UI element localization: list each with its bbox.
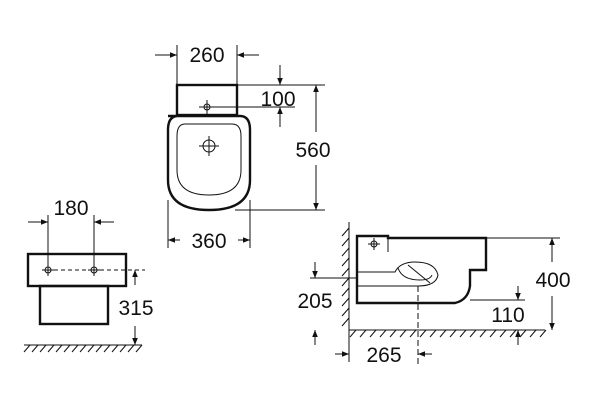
dim-100: 100 — [260, 88, 295, 111]
wall-hatching — [341, 227, 350, 327]
dim-315: 315 — [118, 297, 153, 320]
dim-360: 360 — [191, 230, 226, 253]
dim-400: 400 — [535, 269, 570, 292]
bowl-outer-outline — [166, 114, 252, 212]
floor-hatching — [23, 344, 143, 353]
side-floor-hatching — [349, 329, 547, 338]
front-body — [38, 284, 110, 326]
fixing-hole-right — [88, 264, 100, 276]
dim-205: 205 — [297, 290, 332, 313]
side-view: 400 205 110 265 — [297, 222, 571, 367]
front-view: 180 315 — [23, 197, 154, 353]
dim-265: 265 — [366, 344, 401, 367]
tap-hole-symbol — [199, 100, 215, 114]
bowl-inner-outline — [176, 123, 242, 196]
side-fixing-symbol — [368, 238, 380, 250]
dim-110: 110 — [491, 304, 524, 327]
fixing-hole-left — [42, 264, 54, 276]
dim-180: 180 — [53, 197, 88, 220]
top-view: 260 100 560 360 — [155, 44, 331, 253]
bowl-section — [357, 261, 439, 287]
dim-560: 560 — [295, 139, 330, 162]
drain-symbol — [199, 136, 219, 156]
dim-260: 260 — [189, 44, 224, 67]
